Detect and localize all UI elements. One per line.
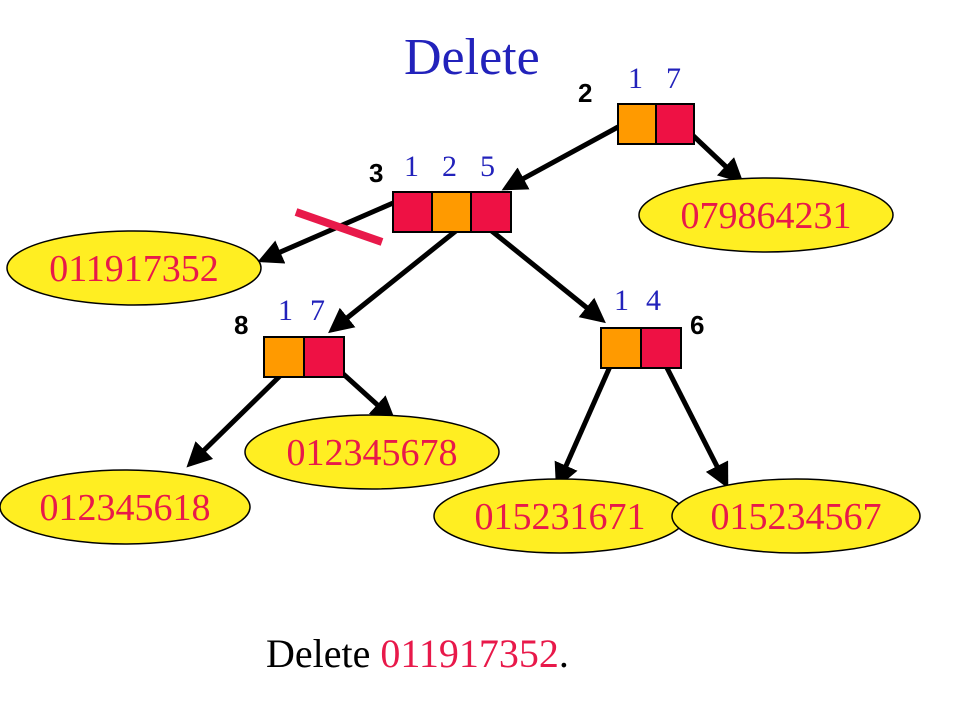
leaf-079864231: 079864231 — [638, 177, 894, 253]
edge-n6-leaf-015231671 — [554, 360, 615, 489]
node-6: 6 1 4 — [600, 284, 704, 369]
caption-prefix: Delete — [266, 631, 381, 676]
node-2-label: 2 — [578, 78, 592, 108]
node-6-cell-2 — [640, 327, 682, 369]
node-6-label: 6 — [690, 310, 704, 340]
node-8-index-2: 7 — [310, 294, 325, 327]
leaf-label: 012345618 — [40, 487, 211, 529]
node-3-index-1: 1 — [404, 150, 419, 183]
node-3-label: 3 — [369, 158, 383, 188]
edge-n8-leaf-012345618 — [186, 370, 286, 468]
leaf-011917352: 011917352 — [6, 230, 262, 306]
node-8: 8 1 7 — [234, 294, 345, 378]
node-8-label: 8 — [234, 310, 248, 340]
node-2-cell-2 — [655, 103, 695, 145]
leaf-012345618: 012345618 — [0, 469, 251, 545]
node-3-cell-3 — [470, 191, 512, 233]
node-3-index-3: 5 — [480, 150, 495, 183]
leaf-015234567: 015234567 — [671, 478, 921, 554]
node-3: 3 1 2 5 — [369, 150, 512, 233]
node-6-cell-1 — [600, 327, 642, 369]
leaf-015231671: 015231671 — [433, 478, 687, 554]
node-2-index-1: 1 — [628, 62, 643, 95]
node-6-index-1: 1 — [614, 284, 629, 317]
node-3-cell-2 — [431, 191, 472, 233]
node-2: 2 1 7 — [578, 62, 695, 145]
node-6-index-2: 4 — [646, 284, 661, 317]
edge-n3-leaf-011917352 — [257, 197, 401, 264]
node-8-index-1: 1 — [278, 294, 293, 327]
edge-n3-n6 — [486, 226, 606, 324]
slide-title: Delete — [404, 29, 540, 86]
node-2-index-2: 7 — [666, 62, 681, 95]
caption-suffix: . — [558, 631, 569, 676]
deleted-edge-mark — [294, 208, 384, 246]
leaf-label: 015234567 — [711, 496, 882, 538]
node-8-cell-2 — [303, 336, 345, 378]
caption: Delete 011917352. — [266, 630, 569, 677]
leaf-label: 012345678 — [287, 432, 458, 474]
leaf-label: 015231671 — [475, 496, 646, 538]
node-2-cell-1 — [617, 103, 657, 145]
edge-n3-n8 — [328, 224, 464, 334]
leaf-label: 011917352 — [49, 248, 219, 290]
leaf-label: 079864231 — [681, 195, 852, 237]
node-3-cell-1 — [392, 191, 433, 233]
node-3-index-2: 2 — [442, 150, 457, 183]
caption-key: 011917352 — [380, 631, 559, 676]
node-8-cell-1 — [263, 336, 305, 378]
edge-n6-leaf-015234567 — [661, 360, 729, 489]
edge-n2-n3 — [501, 124, 620, 191]
leaf-012345678: 012345678 — [244, 414, 500, 490]
